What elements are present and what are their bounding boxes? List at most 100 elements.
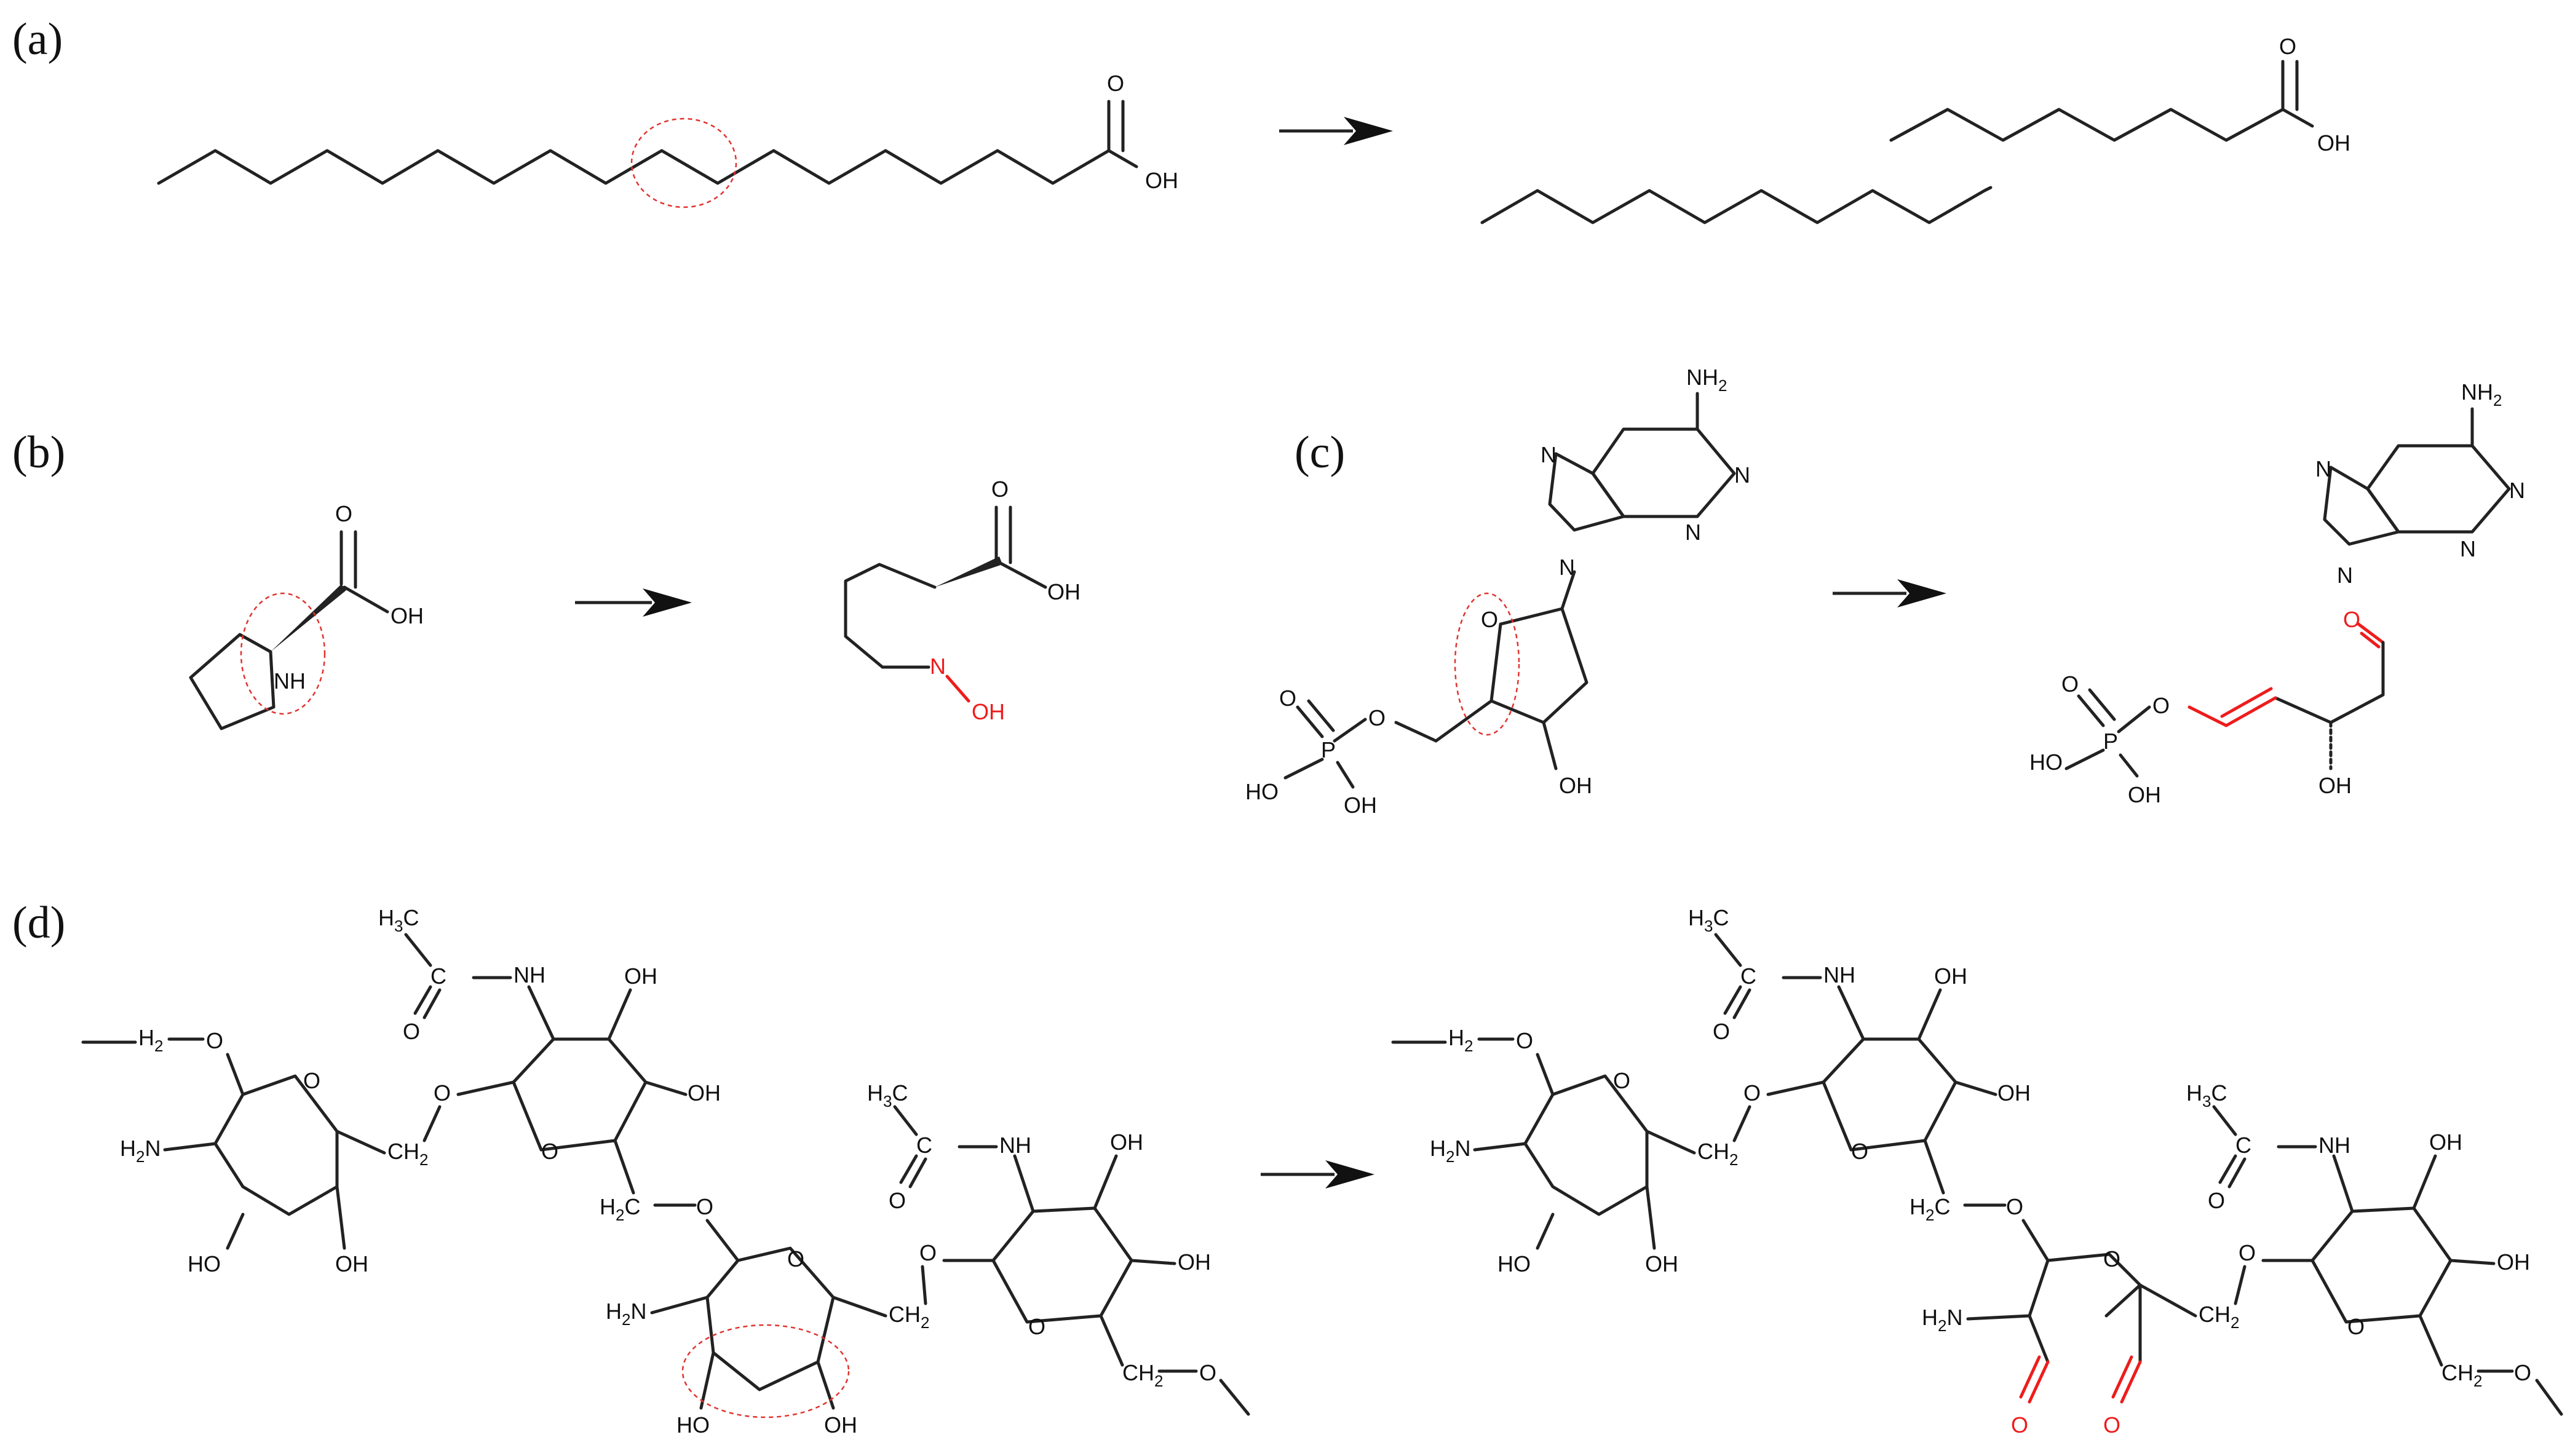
- atom-oh: OH: [1997, 1080, 2031, 1106]
- atom-oh: OH: [2497, 1249, 2530, 1275]
- atom-o-modified: O: [2011, 1412, 2028, 1438]
- atom-o: O: [1107, 71, 1124, 96]
- atom-h2n: H2N: [606, 1299, 646, 1329]
- panel-d-product-oligosaccharide: H2 O H2N HO OH O CH2 O O NH C H3C O OH O…: [1391, 905, 2563, 1438]
- atom-o: O: [2208, 1188, 2225, 1213]
- atom-o: O: [696, 1194, 713, 1219]
- atom-c: C: [2235, 1133, 2251, 1158]
- atom-n-modified: N: [930, 654, 946, 679]
- atom-h3c: H3C: [2186, 1080, 2227, 1110]
- atom-oh: OH: [824, 1412, 857, 1438]
- atom-oh: OH: [1110, 1130, 1143, 1155]
- atom-oh: OH: [2317, 130, 2350, 156]
- atom-o: O: [2279, 34, 2296, 59]
- panel-label-a: (a): [12, 14, 63, 65]
- atom-oh: OH: [1645, 1251, 1678, 1276]
- atom-o: O: [1368, 705, 1386, 730]
- atom-o: O: [2239, 1240, 2256, 1265]
- atom-ch2: CH2: [1122, 1360, 1163, 1390]
- atom-o: O: [1713, 1019, 1730, 1044]
- atom-o: O: [206, 1028, 223, 1053]
- atom-o-modified: O: [2103, 1412, 2120, 1438]
- atom-c: C: [916, 1133, 932, 1158]
- atom-o: O: [1028, 1314, 1045, 1339]
- atom-ho: HO: [1497, 1251, 1531, 1276]
- atom-o: O: [2514, 1360, 2531, 1385]
- atom-c: C: [1740, 963, 1756, 989]
- atom-o: O: [1851, 1139, 1868, 1164]
- panel-c-reactant-dAMP: NH2 N N N N O OH O P O HO OH: [1245, 365, 1750, 818]
- atom-o: O: [1481, 607, 1498, 632]
- atom-nh: NH: [2318, 1133, 2350, 1158]
- atom-o: O: [787, 1246, 804, 1272]
- cleavage-site-marker: [681, 1324, 850, 1418]
- atom-o: O: [2103, 1246, 2120, 1272]
- atom-ho: HO: [1245, 779, 1279, 804]
- atom-o: O: [403, 1019, 420, 1044]
- atom-h2: H2: [1448, 1025, 1473, 1055]
- panel-label-c: (c): [1295, 427, 1345, 478]
- atom-nh2: NH2: [1686, 365, 1727, 395]
- atom-nh2: NH2: [2461, 379, 2502, 410]
- atom-n: N: [1541, 442, 1557, 467]
- atom-ch2: CH2: [2441, 1360, 2482, 1390]
- atom-o: O: [919, 1240, 937, 1265]
- atom-o: O: [991, 477, 1009, 502]
- atom-oh: OH: [391, 603, 424, 628]
- atom-c: C: [430, 963, 446, 989]
- atom-oh: OH: [335, 1251, 368, 1276]
- atom-n: N: [2460, 536, 2476, 561]
- atom-n: N: [1685, 520, 1701, 545]
- atom-oh: OH: [624, 963, 657, 989]
- atom-o: O: [2347, 1314, 2365, 1339]
- cleavage-site-marker: [630, 117, 737, 208]
- atom-o: O: [2061, 671, 2079, 697]
- atom-o: O: [434, 1080, 451, 1106]
- atom-o: O: [1516, 1028, 1533, 1053]
- atom-h3c: H3C: [867, 1080, 908, 1110]
- atom-h2n: H2N: [1922, 1305, 1962, 1335]
- panel-a-product-decane: [1480, 186, 1993, 224]
- atom-oh: OH: [688, 1080, 721, 1106]
- atom-ho: HO: [676, 1412, 710, 1438]
- atom-nh: NH: [274, 668, 306, 694]
- atom-o: O: [2006, 1194, 2023, 1219]
- panel-label-d: (d): [12, 898, 65, 948]
- atom-n: N: [2509, 478, 2525, 503]
- atom-oh: OH: [1934, 963, 1967, 989]
- panel-b-product-hydroxylamine-acid: O OH N OH: [844, 477, 1081, 724]
- panel-b-reactant-proline: O OH NH: [189, 501, 424, 730]
- atom-o: O: [1613, 1068, 1630, 1093]
- atom-o: O: [889, 1188, 906, 1213]
- atom-o: O: [335, 501, 352, 526]
- atom-n: N: [1734, 462, 1750, 488]
- atom-ch2: CH2: [2199, 1302, 2239, 1332]
- atom-o: O: [1199, 1360, 1216, 1385]
- atom-h3c: H3C: [1688, 905, 1729, 935]
- reaction-arrow-a: [1279, 117, 1393, 145]
- panel-label-b: (b): [12, 427, 65, 478]
- reaction-arrow-c: [1833, 579, 1946, 607]
- atom-oh: OH: [1047, 579, 1081, 604]
- atom-nh: NH: [1823, 962, 1855, 987]
- atom-oh: OH: [2318, 773, 2352, 798]
- atom-oh: OH: [1178, 1249, 1211, 1275]
- cleavage-site-marker: [240, 592, 326, 715]
- atom-h2c: H2C: [600, 1194, 640, 1224]
- atom-ch2: CH2: [387, 1139, 428, 1169]
- atom-ho: HO: [2029, 750, 2063, 775]
- atom-oh: OH: [2128, 782, 2161, 807]
- atom-ho: HO: [188, 1251, 221, 1276]
- atom-nh: NH: [514, 962, 545, 987]
- panel-a-product-octanoic-acid: O OH: [1889, 34, 2350, 156]
- atom-p: P: [2103, 729, 2118, 754]
- atom-h2n: H2N: [120, 1136, 161, 1166]
- reaction-arrow-b: [575, 588, 692, 617]
- panel-a-reactant-fatty-acid: O OH: [157, 71, 1178, 208]
- panel-c-product-ring-opened: NH2 N N N N O OH O P O HO OH: [2029, 379, 2525, 807]
- atom-oh: OH: [1145, 168, 1178, 193]
- atom-nh: NH: [999, 1133, 1031, 1158]
- atom-o: O: [541, 1139, 558, 1164]
- atom-oh: OH: [1344, 793, 1377, 818]
